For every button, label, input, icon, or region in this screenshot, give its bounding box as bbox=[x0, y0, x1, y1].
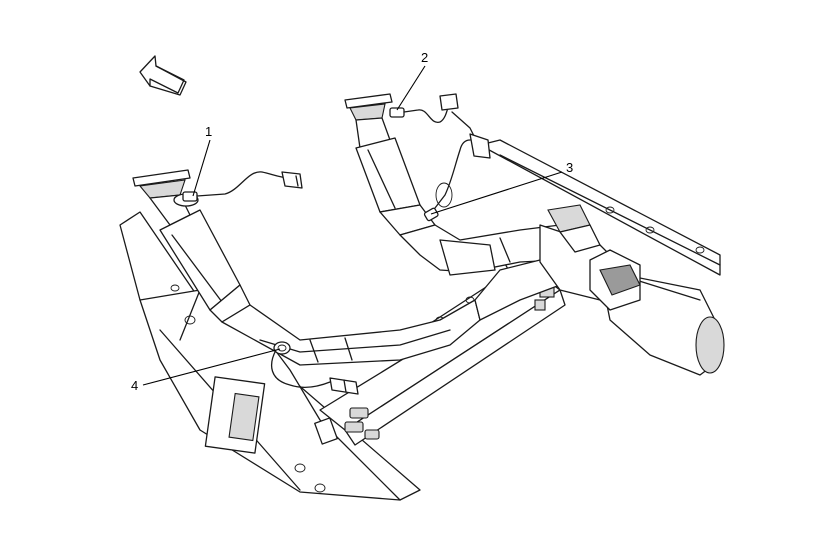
right-exhaust-pipe bbox=[399, 224, 561, 321]
muffler bbox=[589, 249, 725, 376]
callout-1: 1 bbox=[205, 124, 212, 139]
callout-3: 3 bbox=[566, 160, 573, 175]
callout-2: 2 bbox=[421, 50, 428, 65]
oxygen-sensor-4 bbox=[270, 341, 359, 395]
callout-2-leader bbox=[396, 65, 426, 111]
left-catalytic-converter bbox=[132, 169, 251, 323]
callout-3-leader bbox=[430, 171, 563, 215]
front-arrow-icon bbox=[139, 55, 187, 96]
mounting-studs bbox=[314, 407, 380, 445]
oxygen-sensor-2 bbox=[389, 93, 491, 159]
upper-frame-rail bbox=[479, 139, 721, 276]
callout-1-leader bbox=[192, 139, 211, 197]
oxygen-sensor-1 bbox=[182, 171, 303, 202]
callout-4: 4 bbox=[131, 378, 138, 393]
callout-4-leader bbox=[142, 348, 281, 386]
right-catalytic-converter bbox=[344, 93, 436, 236]
